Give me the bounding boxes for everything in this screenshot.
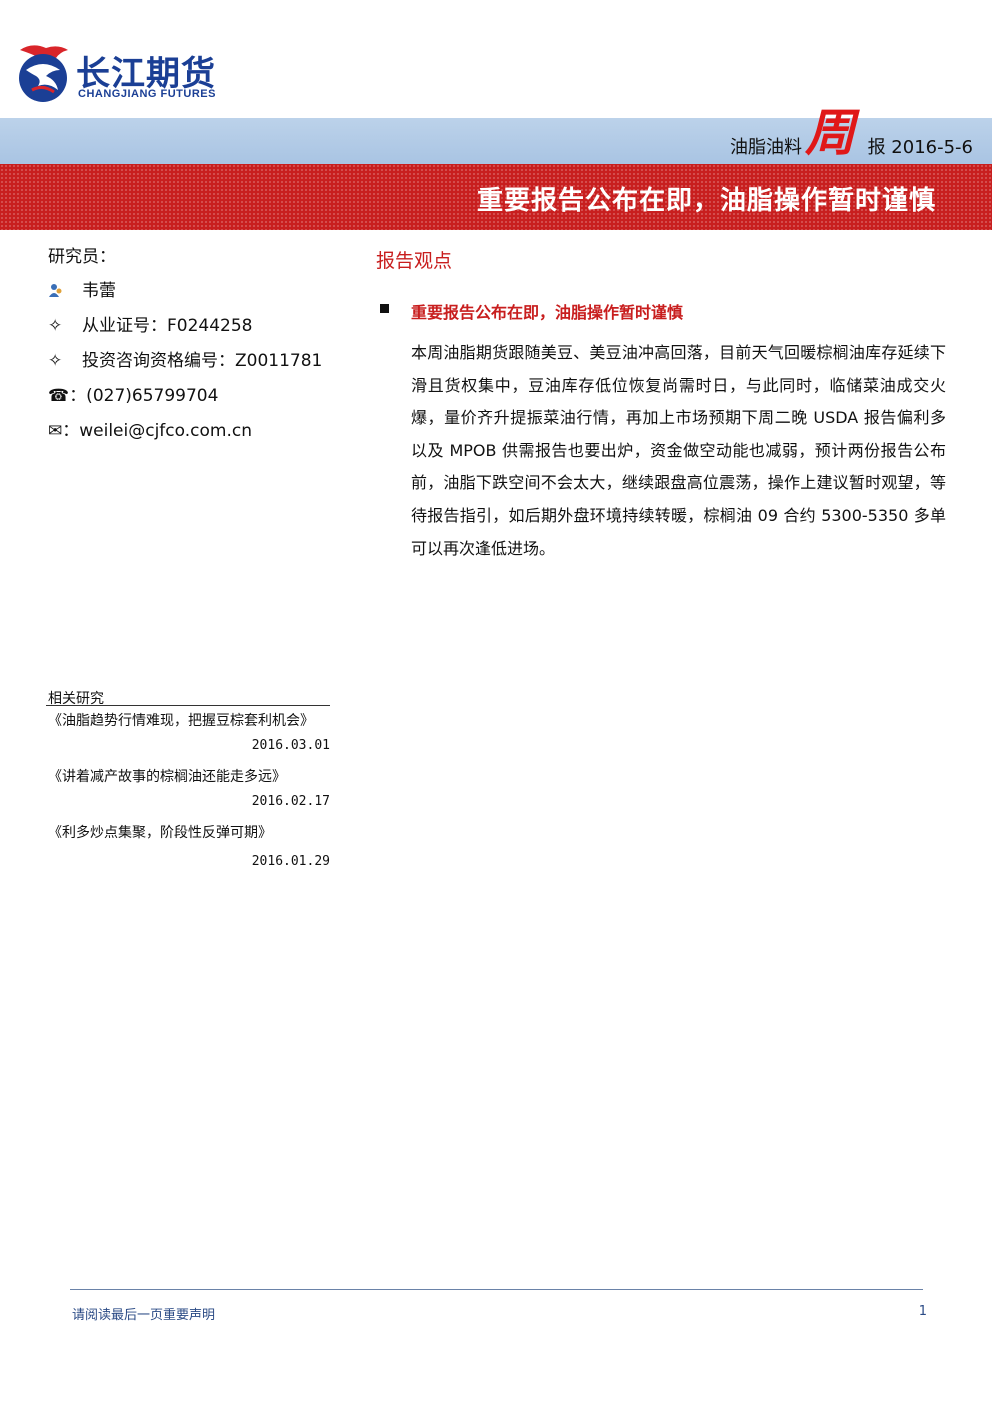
footer-disclaimer-note: 请阅读最后一页重要声明 — [72, 1308, 216, 1323]
section-title: 重要报告公布在即，油脂操作暂时谨慎 — [411, 303, 684, 322]
researcher-name: 韦蕾 — [82, 281, 116, 301]
related-item-date: 2016.01.29 — [251, 854, 330, 869]
report-date: 报 2016-5-6 — [867, 137, 973, 158]
footer-divider — [70, 1289, 923, 1290]
related-item-title[interactable]: 《讲着减产故事的棕榈油还能走多远》 — [48, 769, 286, 785]
report-category: 油脂油料 — [730, 137, 802, 158]
header-band — [0, 118, 992, 164]
person-icon — [48, 281, 82, 301]
company-logo: 长江期货 CHANGJIANG FUTURES — [12, 40, 252, 106]
phone-number: ：(027)65799704 — [69, 386, 219, 406]
consult-number: 投资咨询资格编号：Z0011781 — [82, 351, 323, 371]
researcher-label: 研究员： — [48, 247, 116, 267]
cert-row: ✧ 从业证号：F0244258 — [48, 311, 253, 336]
weekly-mark: 周 — [805, 103, 855, 162]
star-icon: ✧ — [48, 351, 63, 371]
report-title: 重要报告公布在即，油脂操作暂时谨慎 — [476, 186, 936, 216]
phone-row: ☎：(027)65799704 — [48, 381, 218, 406]
email-address: ：weilei@cjfco.com.cn — [62, 421, 252, 441]
page-number: 1 — [918, 1304, 927, 1319]
related-item-title[interactable]: 《利多炒点集聚，阶段性反弹可期》 — [48, 825, 272, 841]
related-research-title: 相关研究 — [48, 691, 104, 707]
cert-number: 从业证号：F0244258 — [82, 316, 253, 336]
title-band — [0, 164, 992, 230]
researcher-name-row: 韦蕾 — [48, 276, 116, 301]
logo-chinese-name: 长江期货 — [76, 54, 216, 94]
related-item-date: 2016.02.17 — [251, 794, 330, 809]
body-paragraph: 本周油脂期货跟随美豆、美豆油冲高回落，目前天气回暖棕榈油库存延续下滑且货权集中，… — [411, 343, 946, 558]
dragon-logo-icon — [19, 45, 68, 102]
consult-row: ✧ 投资咨询资格编号：Z0011781 — [48, 346, 322, 371]
view-heading: 报告观点 — [376, 250, 453, 272]
email-row: ✉：weilei@cjfco.com.cn — [48, 416, 252, 441]
divider — [46, 705, 330, 706]
email-icon: ✉ — [48, 421, 63, 441]
star-icon: ✧ — [48, 316, 63, 336]
bullet-square-icon — [380, 304, 389, 313]
related-item-title[interactable]: 《油脂趋势行情难现，把握豆棕套利机会》 — [48, 713, 314, 729]
logo-english-name: CHANGJIANG FUTURES — [78, 88, 216, 100]
related-item-date: 2016.03.01 — [251, 738, 330, 753]
phone-icon: ☎ — [48, 386, 70, 406]
